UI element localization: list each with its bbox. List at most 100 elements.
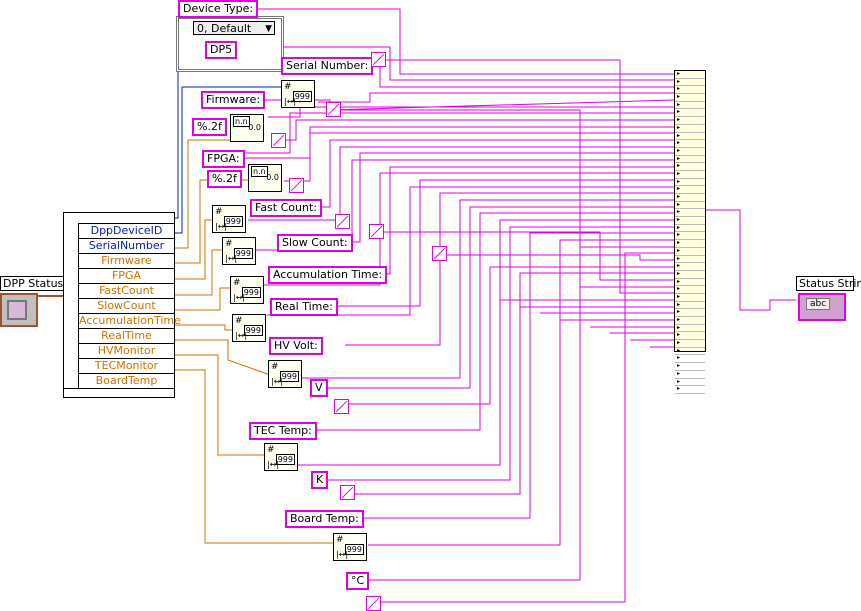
concatenate-input-terminal[interactable]: ▸	[675, 378, 705, 387]
concatenate-input-terminal[interactable]: ▸	[675, 224, 705, 233]
concatenate-input-terminal[interactable]: ▸	[675, 171, 705, 179]
unbundle-by-name-node[interactable]: DppDeviceID SerialNumber Firmware FPGA F…	[63, 223, 181, 398]
concatenate-input-terminal[interactable]: ▸	[675, 178, 705, 187]
concatenate-input-terminal[interactable]: ▸	[675, 263, 705, 271]
concatenate-input-terminal[interactable]: ▸	[675, 247, 705, 256]
concatenate-input-terminal[interactable]: ▸	[675, 332, 705, 341]
real-time-string[interactable]: Real Time:	[270, 298, 338, 316]
end-of-line-icon[interactable]	[366, 596, 381, 611]
status-string-indicator[interactable]: Status String abc	[796, 276, 861, 321]
concatenate-input-terminal[interactable]: ▸	[675, 209, 705, 218]
concatenate-input-terminal[interactable]: ▸	[675, 347, 705, 356]
serial-number-string[interactable]: Serial Number:	[281, 57, 374, 75]
format-string-2[interactable]: %.2f	[207, 170, 242, 188]
concatenate-input-terminal[interactable]: ▸	[675, 163, 705, 171]
end-of-line-icon[interactable]	[271, 133, 286, 148]
board-temp-string[interactable]: Board Temp:	[285, 510, 364, 528]
concatenate-input-terminal[interactable]: ▸	[675, 140, 705, 148]
case-selector-label: 0, Default	[197, 22, 252, 35]
concatenate-input-terminal[interactable]: ▸	[675, 155, 705, 164]
unbundle-item-hvmonitor[interactable]: HVMonitor	[78, 343, 174, 358]
case-value-dp5[interactable]: DP5	[205, 41, 238, 59]
concatenate-input-terminal[interactable]: ▸	[675, 186, 705, 194]
concatenate-input-terminal[interactable]: ▸	[675, 201, 705, 210]
format-into-string-node-7[interactable]: # 999 |↔|	[264, 443, 298, 471]
unbundle-item-firmware[interactable]: Firmware	[78, 253, 174, 268]
format-into-string-node-6[interactable]: # 999 |↔|	[268, 360, 302, 388]
concatenate-input-terminal[interactable]: ▸	[675, 194, 705, 202]
concatenate-input-terminal[interactable]: ▸	[675, 317, 705, 325]
unit-k-string[interactable]: K	[311, 471, 329, 489]
concatenate-input-terminal[interactable]: ▸	[675, 301, 705, 310]
end-of-line-icon[interactable]	[432, 246, 447, 261]
unbundle-item-serialnumber[interactable]: SerialNumber	[78, 238, 174, 253]
concatenate-input-terminal[interactable]: ▸	[675, 217, 705, 225]
concatenate-input-terminal[interactable]: ▸	[675, 94, 705, 102]
unbundle-item-slowcount[interactable]: SlowCount	[78, 298, 174, 313]
unbundle-item-fastcount[interactable]: FastCount	[78, 283, 174, 298]
format-string-1[interactable]: %.2f	[192, 118, 227, 136]
concatenate-input-terminal[interactable]: ▸	[675, 309, 705, 317]
format-into-string-node[interactable]: # 999 |↔|	[281, 80, 315, 108]
unbundle-item-fpga[interactable]: FPGA	[78, 268, 174, 283]
unbundle-item-accumulationtime[interactable]: AccumulationTime	[78, 313, 181, 328]
concatenate-input-terminal[interactable]: ▸	[675, 124, 705, 133]
unbundle-item-boardtemp[interactable]: BoardTemp	[78, 373, 174, 388]
format-into-string-node-2[interactable]: # 999 |↔|	[212, 205, 246, 233]
concatenate-input-terminal[interactable]: ▸	[675, 78, 705, 87]
chevron-down-icon[interactable]: ▼	[265, 24, 272, 34]
unit-v-string[interactable]: V	[310, 379, 328, 397]
concatenate-input-terminal[interactable]: ▸	[675, 101, 705, 110]
concatenate-input-terminal[interactable]: ▸	[675, 355, 705, 364]
fpga-string[interactable]: FPGA:	[202, 150, 245, 168]
end-of-line-icon[interactable]	[340, 485, 355, 500]
format-node-bottom-glyph: |↔|	[271, 377, 284, 386]
concatenate-input-terminal[interactable]: ▸	[675, 132, 705, 141]
dpp-status-control[interactable]: DPP Status	[0, 276, 67, 327]
concatenate-input-terminal[interactable]: ▸	[675, 240, 705, 248]
unit-c-string[interactable]: °C	[346, 572, 370, 590]
hv-volt-string[interactable]: HV Volt:	[269, 337, 323, 355]
concatenate-input-terminal[interactable]: ▸	[675, 370, 705, 379]
concatenate-input-terminal[interactable]: ▸	[675, 363, 705, 371]
slow-count-string[interactable]: Slow Count:	[277, 234, 353, 252]
concatenate-input-terminal[interactable]: ▸	[675, 147, 705, 156]
concatenate-input-terminal[interactable]: ▸	[675, 278, 705, 287]
unbundle-item-dppdeviceid[interactable]: DppDeviceID	[78, 223, 174, 238]
accumulation-time-string[interactable]: Accumulation Time:	[268, 266, 388, 284]
concatenate-input-terminal[interactable]: ▸	[675, 294, 705, 302]
concatenate-input-terminal[interactable]: ▸	[675, 324, 705, 333]
fast-count-string[interactable]: Fast Count:	[250, 199, 322, 217]
end-of-line-icon[interactable]	[334, 399, 349, 414]
format-into-string-node-5[interactable]: # 999 |↔|	[232, 314, 266, 342]
concatenate-input-terminal[interactable]: ▸	[675, 286, 705, 294]
unbundle-item-realtime[interactable]: RealTime	[78, 328, 174, 343]
case-selector[interactable]: 0, Default ▼	[193, 21, 275, 35]
number-to-fractional-string-node-2[interactable]: n.n 0.0	[248, 164, 282, 192]
tec-temp-string[interactable]: TEC Temp:	[249, 422, 317, 440]
concatenate-input-terminal[interactable]: ▸	[675, 117, 705, 125]
number-to-fractional-string-node[interactable]: n.n 0.0	[230, 114, 264, 142]
concatenate-input-terminal[interactable]: ▸	[675, 255, 705, 264]
format-into-string-node-4[interactable]: # 999 |↔|	[230, 276, 264, 304]
format-node-box-glyph: 999	[292, 91, 312, 102]
end-of-line-icon[interactable]	[326, 102, 341, 117]
format-into-string-node-3[interactable]: # 999 |↔|	[222, 237, 256, 265]
concatenate-input-terminal[interactable]: ▸	[675, 232, 705, 241]
firmware-string[interactable]: Firmware:	[201, 91, 266, 109]
concatenate-input-terminal[interactable]: ▸	[675, 340, 705, 348]
device-type-string[interactable]: Device Type:	[178, 0, 259, 18]
concatenate-input-terminal[interactable]: ▸	[675, 86, 705, 95]
concatenate-input-terminal[interactable]: ▸	[675, 270, 705, 279]
concatenate-input-terminal[interactable]: ▸	[675, 71, 705, 79]
end-of-line-icon[interactable]	[335, 214, 350, 229]
case-structure[interactable]: 0, Default ▼ DP5	[176, 16, 284, 72]
concatenate-input-terminal[interactable]: ▸	[675, 386, 705, 394]
concatenate-strings-node[interactable]: ▸▸▸▸▸▸▸▸▸▸▸▸▸▸▸▸▸▸▸▸▸▸▸▸▸▸▸▸▸▸▸▸▸▸▸▸▸▸▸▸…	[674, 70, 706, 394]
concatenate-input-terminal[interactable]: ▸	[675, 109, 705, 118]
end-of-line-icon[interactable]	[289, 178, 304, 193]
end-of-line-icon[interactable]	[369, 224, 384, 239]
end-of-line-icon[interactable]	[371, 52, 386, 67]
format-into-string-node-8[interactable]: # 999 |↔|	[333, 533, 367, 561]
unbundle-item-tecmonitor[interactable]: TECMonitor	[78, 358, 174, 373]
